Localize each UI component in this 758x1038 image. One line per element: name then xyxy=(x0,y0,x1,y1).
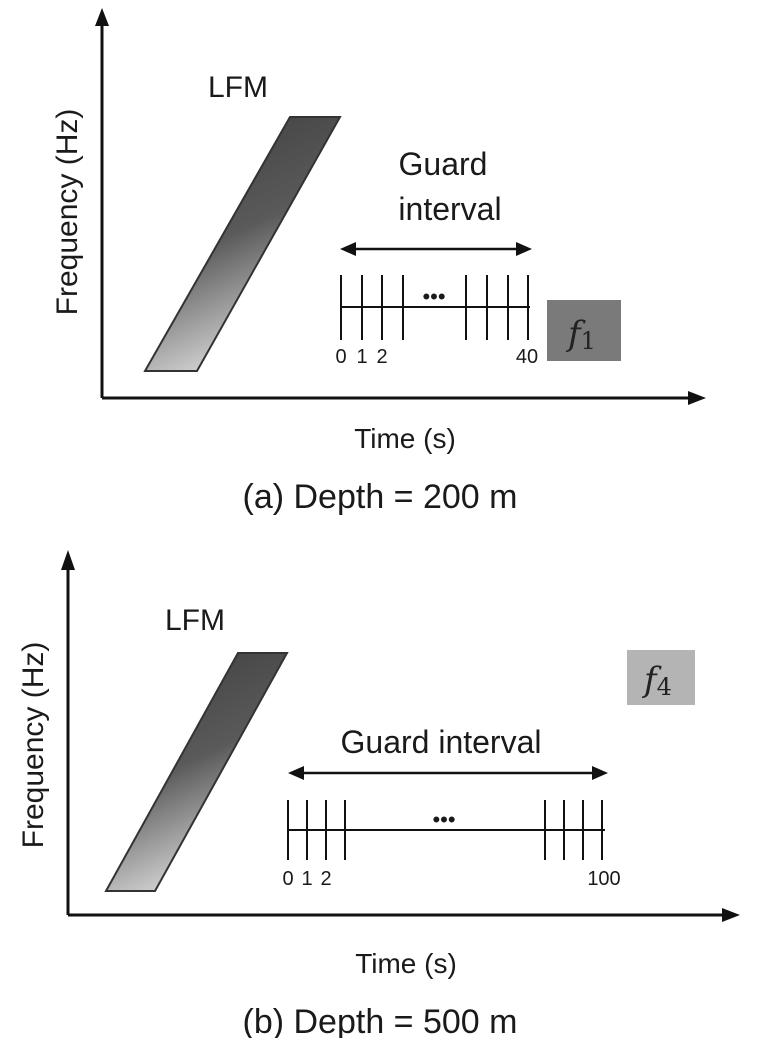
freq-box-a xyxy=(547,300,621,361)
freq-box-b-symbol: f4 xyxy=(641,660,672,701)
guard-arrow-right-b xyxy=(592,766,608,780)
tick-label-2-a: 2 xyxy=(376,346,387,368)
tick-label-0-a: 0 xyxy=(335,346,346,368)
guard-label-a-line2: interval xyxy=(398,191,501,227)
x-axis-arrow-a xyxy=(688,391,706,405)
lfm-chirp-a xyxy=(143,116,342,372)
panel-a: Frequency (Hz) LFM Guard interval ••• 0 … xyxy=(51,8,706,516)
caption-a: (a) Depth = 200 m xyxy=(243,478,518,516)
panel-b: Frequency (Hz) LFM Guard interval ••• 0 … xyxy=(17,550,740,1038)
ellipsis-a: ••• xyxy=(422,284,445,309)
guard-arrow-right-a xyxy=(516,242,532,256)
guard-label-b: Guard interval xyxy=(341,724,542,760)
x-axis-label-b: Time (s) xyxy=(355,948,457,979)
y-axis-arrow-b xyxy=(61,550,75,570)
caption-b: (b) Depth = 500 m xyxy=(243,1003,518,1038)
guard-arrow-left-b xyxy=(288,766,304,780)
y-axis-label-b: Frequency (Hz) xyxy=(17,642,50,849)
ellipsis-b: ••• xyxy=(432,807,455,832)
lfm-label-a: LFM xyxy=(208,71,268,104)
guard-label-a-line1: Guard xyxy=(399,146,488,182)
y-axis-label-a: Frequency (Hz) xyxy=(51,109,84,316)
x-axis-arrow-b xyxy=(722,908,740,922)
y-axis-arrow-a xyxy=(95,8,109,26)
timeline-ticks-b xyxy=(287,800,603,860)
lfm-label-b: LFM xyxy=(165,604,225,637)
x-axis-label-a: Time (s) xyxy=(354,423,456,454)
lfm-chirp-b xyxy=(104,652,289,892)
tick-label-2-b: 2 xyxy=(320,868,331,890)
tick-label-0-b: 0 xyxy=(282,868,293,890)
tick-label-1-b: 1 xyxy=(301,868,312,890)
guard-arrow-left-a xyxy=(340,242,356,256)
timeline-ticks-a xyxy=(340,275,529,340)
tick-label-end-a: 40 xyxy=(516,346,538,368)
tick-label-end-b: 100 xyxy=(587,868,620,890)
tick-label-1-a: 1 xyxy=(356,346,367,368)
freq-box-b xyxy=(627,650,695,705)
